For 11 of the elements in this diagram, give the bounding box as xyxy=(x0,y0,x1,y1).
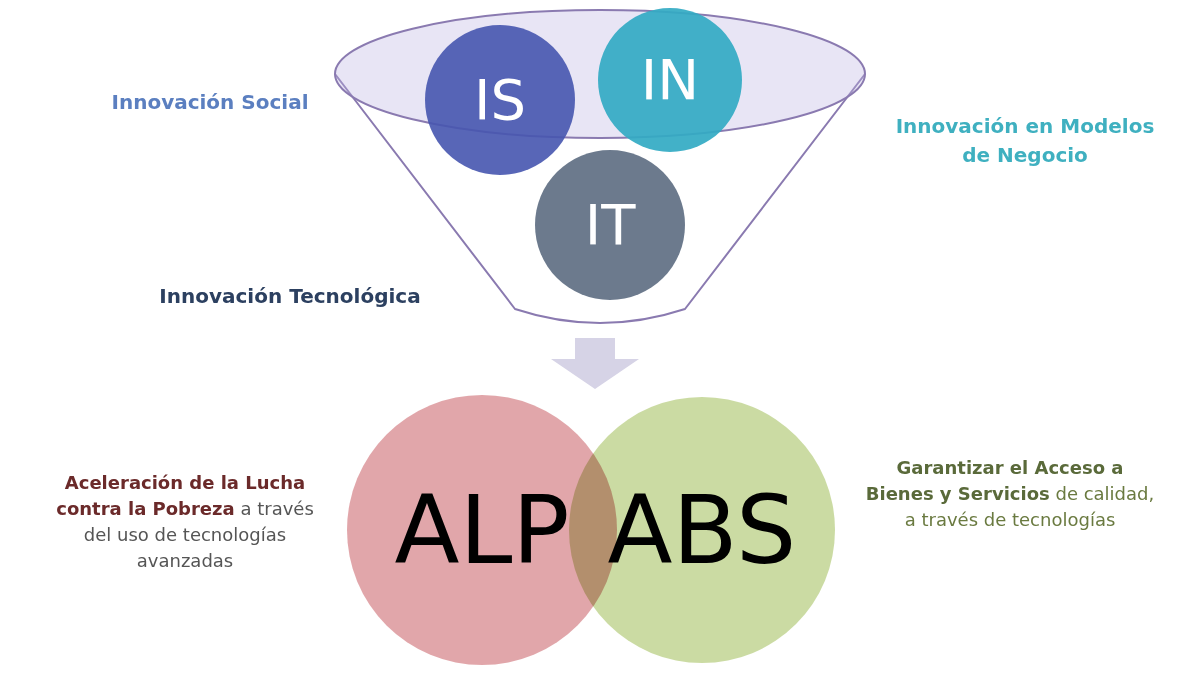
label-text: Innovación Social xyxy=(110,89,310,116)
circle-label: IT xyxy=(584,197,636,253)
block-arrow xyxy=(551,338,639,389)
label-text: Innovación Tecnológica xyxy=(158,283,422,310)
label-text: Innovación en Modelos de Negocio xyxy=(894,113,1156,169)
circle-label: ABS xyxy=(607,482,797,578)
caption-text: Garantizar el Acceso a Bienes y Servicios de calidad, a través de tecnologías xyxy=(864,456,1156,533)
circle-label: IS xyxy=(473,72,527,128)
circle-label: IN xyxy=(640,52,700,108)
circle-label: ALP xyxy=(394,482,570,578)
caption-text: Aceleración de la Lucha contra la Pobreza a través del uso de tecnologías avanzadas xyxy=(55,471,315,574)
